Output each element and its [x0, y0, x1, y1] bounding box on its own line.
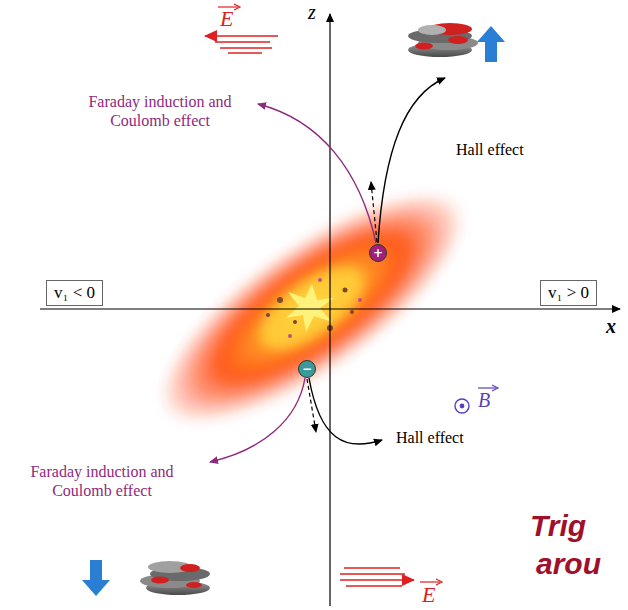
axis-label: x — [606, 314, 616, 338]
axis-label: z — [308, 0, 316, 24]
velocity-box: v₁ < 0 — [46, 280, 103, 306]
field-label: B — [478, 388, 490, 412]
node-text: v₁ < 0 — [54, 283, 95, 302]
node-text: − — [302, 362, 312, 376]
slide-text: Trig — [530, 508, 586, 544]
field-label: E — [422, 582, 435, 608]
effect-label: Hall effect — [456, 140, 524, 159]
effect-label: Hall effect — [396, 428, 464, 447]
negative-charge: − — [298, 360, 316, 378]
velocity-box: v₁ > 0 — [540, 280, 597, 306]
effect-label: Faraday induction and Coulomb effect — [2, 462, 202, 500]
slide-text: arou — [536, 546, 601, 582]
node-text: v₁ > 0 — [548, 283, 589, 302]
field-label: E — [220, 6, 233, 32]
effect-label: Faraday induction and Coulomb effect — [70, 92, 250, 130]
node-text: + — [373, 246, 383, 260]
positive-charge: + — [369, 244, 387, 262]
